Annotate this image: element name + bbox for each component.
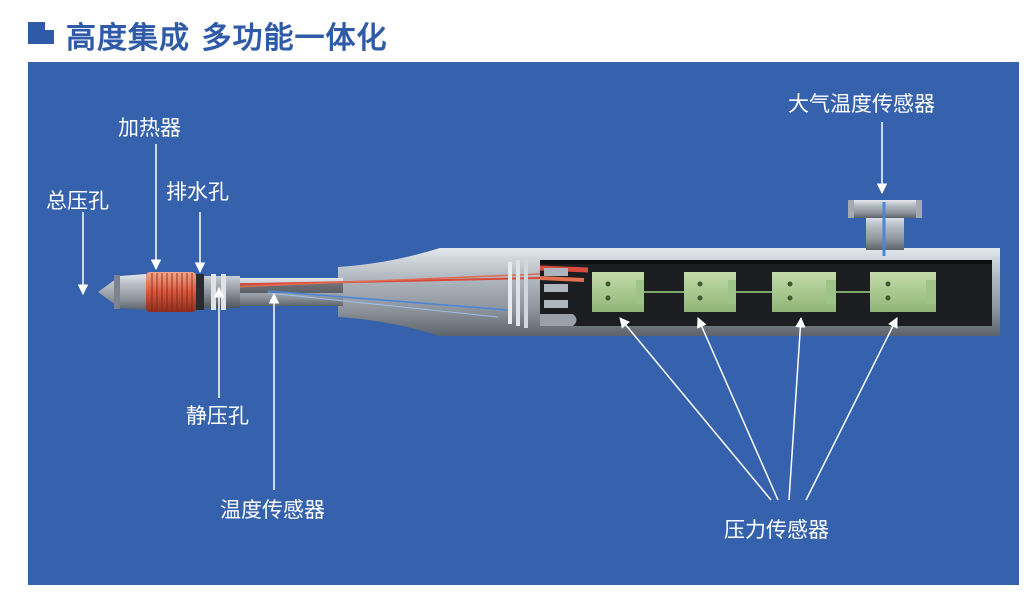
label-heater: 加热器 bbox=[118, 116, 181, 140]
arrow-pressure-sensor-1 bbox=[619, 317, 772, 501]
label-temperature-sensor: 温度传感器 bbox=[220, 498, 325, 522]
probe-diagram bbox=[77, 122, 1000, 501]
pressure-sensor-3 bbox=[772, 272, 836, 312]
label-static-pressure-hole: 静压孔 bbox=[186, 404, 249, 428]
probe-diagram-panel: 加热器 总压孔 排水孔 静压孔 温度传感器 大气温度传感器 压力传感器 bbox=[28, 62, 1019, 585]
header: 高度集成 多功能一体化 bbox=[0, 0, 1036, 62]
pressure-sensor-4 bbox=[870, 272, 936, 312]
label-atmospheric-temperature-sensor: 大气温度传感器 bbox=[788, 92, 935, 116]
pressure-sensor-2 bbox=[684, 272, 736, 312]
leader-lines bbox=[77, 122, 898, 501]
heater-coil bbox=[146, 272, 204, 312]
arrow-pressure-sensor-3 bbox=[788, 316, 806, 501]
arrow-pressure-sensor-2 bbox=[696, 317, 779, 501]
square-bullet-icon bbox=[28, 21, 55, 44]
label-pressure-sensor: 压力传感器 bbox=[724, 518, 829, 542]
wires bbox=[207, 265, 589, 318]
atmospheric-sensor-fitting bbox=[848, 200, 922, 256]
pressure-sensor-blocks bbox=[592, 272, 936, 312]
pressure-sensor-1 bbox=[592, 272, 644, 312]
page-title: 高度集成 多功能一体化 bbox=[66, 21, 388, 56]
arrow-pressure-sensor-4 bbox=[805, 317, 898, 501]
housing-rings bbox=[508, 258, 577, 328]
label-drain-hole: 排水孔 bbox=[166, 180, 229, 204]
label-total-pressure-hole: 总压孔 bbox=[46, 189, 109, 213]
nose-cone bbox=[98, 274, 146, 310]
static-pressure-collar bbox=[204, 274, 240, 310]
